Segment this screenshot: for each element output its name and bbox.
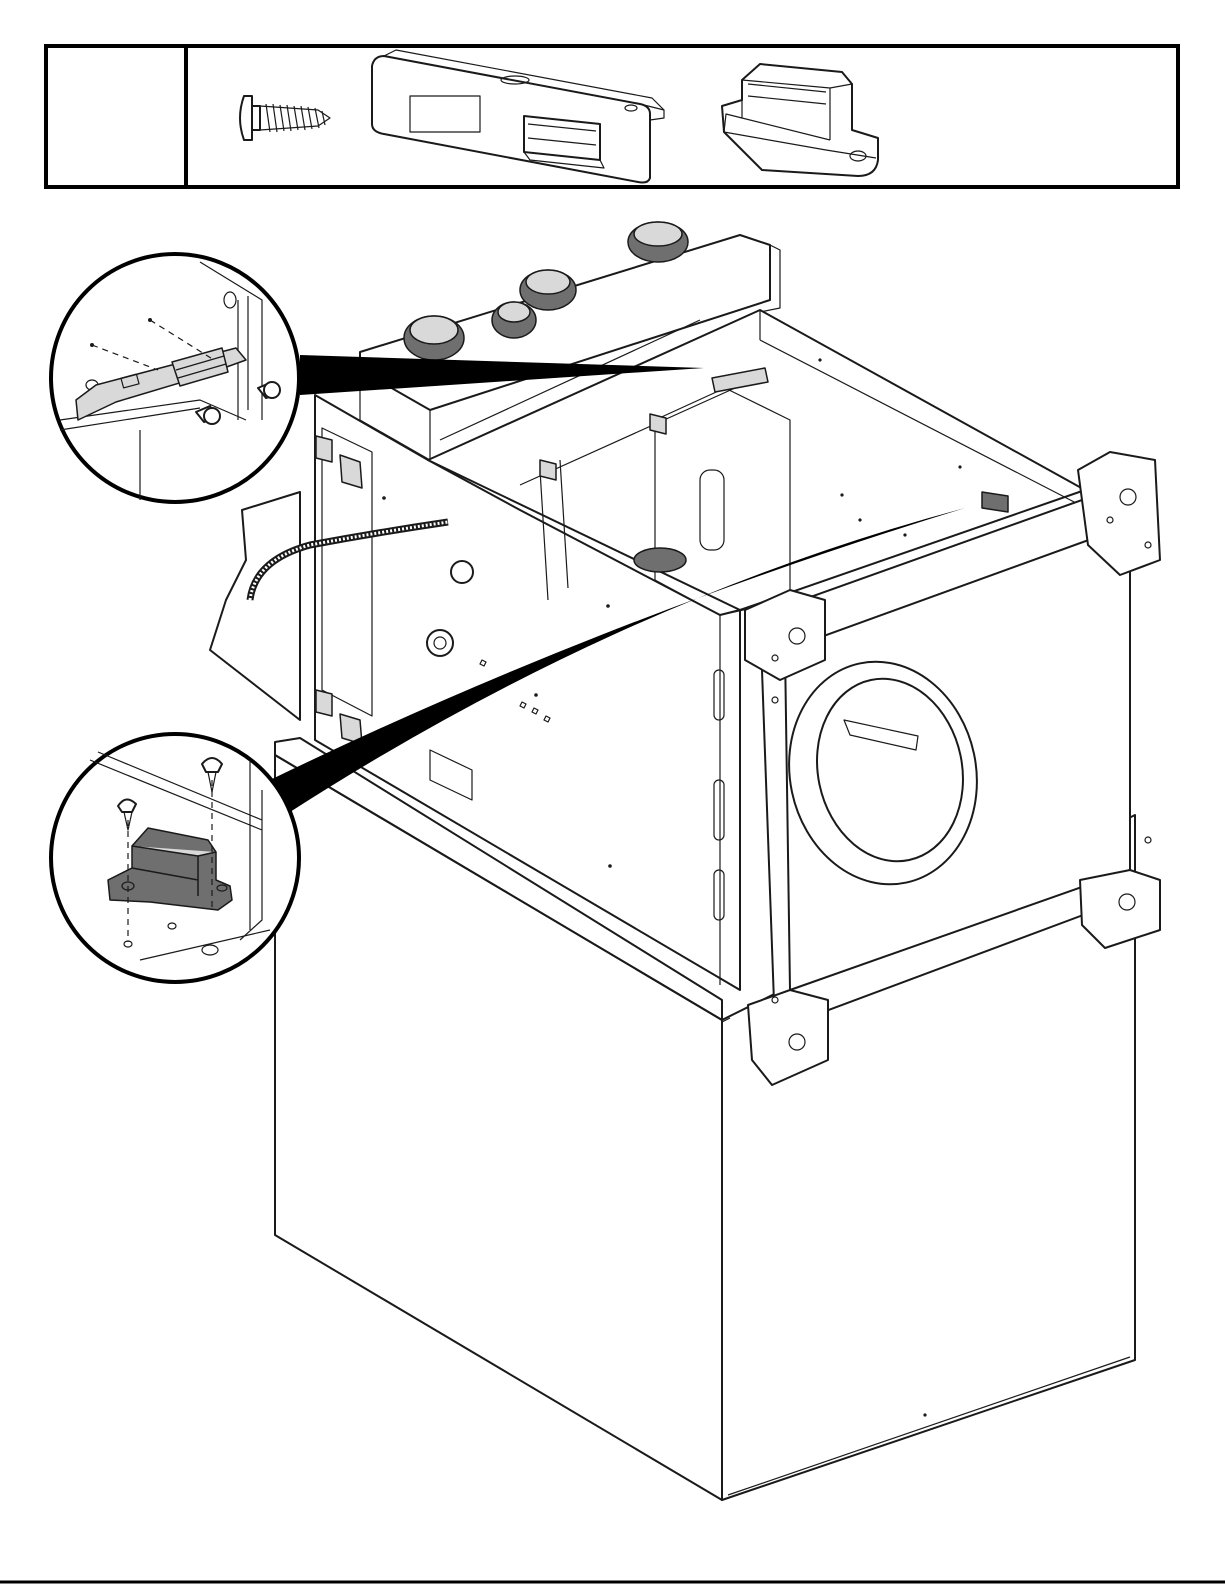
detail-screw-b bbox=[202, 758, 222, 772]
control-knob-small bbox=[451, 561, 473, 583]
parts-panel bbox=[46, 46, 1178, 187]
magnetic-catch-installed bbox=[982, 492, 1008, 512]
detail-latch-bracket bbox=[51, 254, 299, 502]
cabinet-frame-assembly bbox=[210, 222, 1160, 1500]
rear-wing-plate bbox=[210, 492, 300, 720]
detail-screw-a bbox=[118, 799, 136, 812]
corner-block-bottom-right bbox=[1080, 870, 1160, 948]
control-knob-round bbox=[427, 630, 453, 656]
detail-magnetic-catch bbox=[51, 734, 299, 982]
